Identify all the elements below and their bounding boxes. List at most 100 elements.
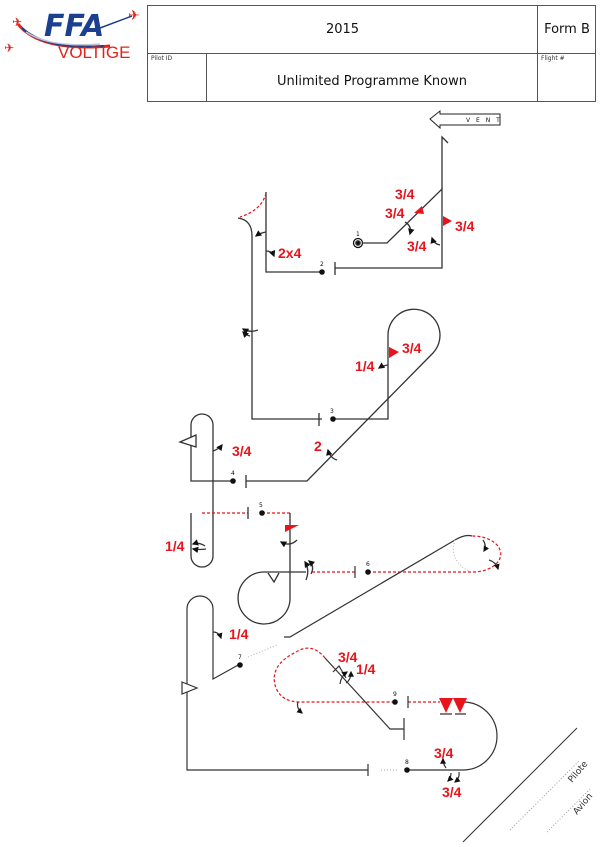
- figure-7-dotted: [247, 644, 278, 658]
- figure-8: [381, 701, 498, 783]
- roll-arrow: [304, 560, 311, 581]
- figure-2-path: [265, 192, 322, 273]
- figure-5-flag: [267, 572, 280, 584]
- logo-swoosh-light: [25, 31, 101, 46]
- roll-label: 3/4: [434, 745, 454, 761]
- roll-arrow: [308, 560, 316, 575]
- ffa-voltige-logo: FFA ✈ ✈ ✈ VOLTIGE: [4, 8, 140, 62]
- roll-label: 1/4: [355, 358, 375, 374]
- figure-2: [237, 192, 322, 420]
- snap-roll-flag: [414, 206, 424, 214]
- snap-roll-flag: [389, 347, 399, 358]
- programme-title: Unlimited Programme Known: [207, 54, 538, 102]
- roll-arrow: [242, 331, 251, 338]
- flight-number-label: Flight #: [541, 55, 565, 62]
- figure-1: [334, 135, 449, 275]
- figure-5: [237, 507, 316, 625]
- year-cell: 2015: [148, 6, 538, 54]
- header-table: 2015 Form B Pilot ID Unlimited Programme…: [147, 5, 596, 102]
- roll-label: 3/4: [232, 443, 252, 459]
- wind-arrow: V E N T: [429, 109, 502, 130]
- pilot-id-field[interactable]: Pilot ID: [148, 54, 207, 102]
- figure-number: 4: [231, 470, 235, 477]
- roll-label: 3/4: [442, 784, 462, 800]
- figure-number: 6: [366, 561, 370, 568]
- roll-arrow: [265, 249, 276, 258]
- roll-arrow: [345, 670, 354, 684]
- roll-arrow: [254, 230, 267, 237]
- figure-2-hammer: [237, 217, 322, 420]
- figure-4-path: [190, 413, 233, 568]
- roll-label: 1/4: [165, 538, 185, 554]
- figure-3-path: [246, 308, 441, 482]
- figure-number: 3: [330, 408, 334, 415]
- figure-9-path: [324, 657, 404, 730]
- roll-label: 1/4: [356, 661, 376, 677]
- figure-entry-dot: [365, 569, 371, 575]
- roll-label: 2: [314, 438, 322, 454]
- figure-number: 2: [320, 261, 324, 268]
- aircraft-axis-dotted: [546, 788, 591, 833]
- wind-label: V E N T: [466, 117, 502, 124]
- roll-arrow: [488, 559, 500, 571]
- figure-7: [181, 595, 369, 776]
- roll-label: 3/4: [395, 186, 415, 202]
- figure-entry-dot: [237, 662, 243, 668]
- roll-arrow: [241, 328, 259, 335]
- flight-number-field[interactable]: Flight #: [538, 54, 596, 102]
- roll-label: 1/4: [229, 626, 249, 642]
- figure-3: [245, 308, 441, 488]
- figure-7-flag: [181, 681, 199, 695]
- logo-trail: [99, 15, 133, 29]
- roll-label: 3/4: [402, 340, 422, 356]
- pilot-axis-label: Pilote: [567, 759, 591, 785]
- snap-roll-flag: [439, 698, 453, 713]
- roll-arrow: [430, 236, 441, 246]
- figure-entry-dot: [330, 416, 336, 422]
- snap-roll-flag: [285, 525, 299, 532]
- figure-9-dashed: [273, 647, 440, 703]
- figure-entry-dot: [319, 269, 325, 275]
- logo-plane-icon: ✈: [128, 8, 140, 24]
- roll-arrow: [377, 362, 389, 369]
- roll-arrow: [191, 539, 206, 547]
- figure-6-dotted-loop: [452, 539, 471, 573]
- figure-6: [284, 534, 500, 638]
- form-cell: Form B: [538, 6, 596, 54]
- roll-arrow: [212, 631, 223, 640]
- figure-entry-dot: [230, 478, 236, 484]
- figure-4-flag: [178, 434, 197, 448]
- figure-9-flag: [332, 665, 347, 679]
- figure-number: 1: [356, 231, 360, 238]
- roll-arrow: [191, 546, 207, 554]
- figure-number: 5: [259, 502, 263, 509]
- roll-arrow: [279, 539, 298, 548]
- roll-label: 3/4: [455, 218, 475, 234]
- snap-roll-flag: [453, 698, 467, 713]
- logo-voltige-text: VOLTIGE: [58, 43, 130, 62]
- figure-entry-dot: [392, 699, 398, 705]
- figure-1-top: [441, 135, 449, 189]
- snap-roll-flag: [443, 216, 452, 226]
- roll-arrow: [482, 539, 490, 553]
- logo-plane-icon: ✈: [12, 15, 22, 29]
- figure-4: [178, 413, 233, 568]
- roll-label: 3/4: [385, 205, 405, 221]
- pilot-id-label: Pilot ID: [151, 55, 173, 62]
- figure-9: [296, 657, 409, 740]
- figure-6-dashed: [312, 535, 502, 573]
- roll-arrow: [296, 701, 303, 714]
- figure-number: 9: [393, 691, 397, 698]
- figure-5-path: [237, 513, 306, 625]
- roll-arrow: [454, 771, 461, 783]
- logo-plane-icon: ✈: [4, 41, 14, 55]
- roll-arrow: [339, 671, 348, 685]
- sequence-start-dot: [355, 240, 361, 246]
- roll-arrow: [447, 772, 454, 782]
- figure-entry-dot: [259, 510, 265, 516]
- pilot-axis-indicator: Pilote Avion: [462, 727, 595, 843]
- roll-label: 2x4: [278, 245, 302, 261]
- roll-arrow: [404, 221, 415, 236]
- axis-diagonal-line: [462, 727, 578, 843]
